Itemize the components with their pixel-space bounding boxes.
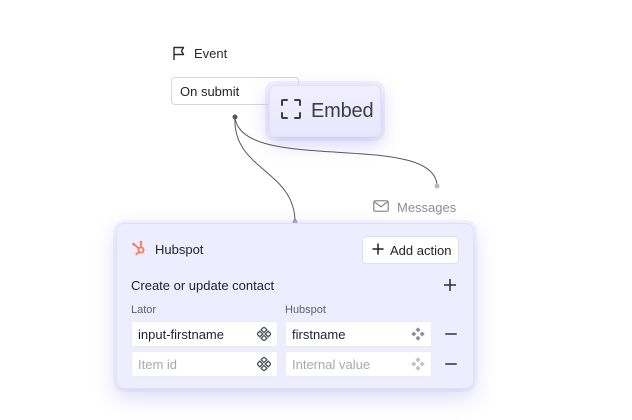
lator-field-placeholder: Item id xyxy=(138,357,178,372)
hubspot-title: Hubspot xyxy=(155,242,204,257)
lator-field-value: input-firstname xyxy=(138,327,224,342)
add-mapping-button[interactable] xyxy=(443,276,457,294)
messages-node[interactable]: Messages xyxy=(373,200,456,215)
plus-icon xyxy=(443,278,457,292)
section-title: Create or update contact xyxy=(131,278,275,293)
lator-field[interactable]: input-firstname xyxy=(131,321,278,347)
column-label-lator: Lator xyxy=(131,304,157,316)
hubspot-header: Hubspot xyxy=(131,240,203,259)
messages-label: Messages xyxy=(397,200,457,215)
flag-icon xyxy=(172,46,186,61)
expand-frame-icon xyxy=(280,98,302,125)
remove-row-button[interactable] xyxy=(445,333,457,335)
hubspot-field-value: firstname xyxy=(292,327,346,342)
mail-icon xyxy=(373,200,389,215)
remove-row-button[interactable] xyxy=(445,363,457,365)
connector-port-event xyxy=(232,114,238,120)
add-action-label: Add action xyxy=(390,242,452,258)
add-action-button[interactable]: Add action xyxy=(362,236,459,264)
lator-field[interactable]: Item id xyxy=(131,351,278,377)
event-trigger-value: On submit xyxy=(180,84,240,99)
event-header: Event xyxy=(172,46,227,61)
plus-icon xyxy=(372,242,384,258)
hubspot-field[interactable]: Internal value xyxy=(285,351,432,377)
variable-picker-icon[interactable] xyxy=(411,327,425,341)
hubspot-field-placeholder: Internal value xyxy=(292,357,371,372)
hubspot-logo-icon xyxy=(131,240,147,259)
connector-port-messages xyxy=(434,183,440,189)
hubspot-card: Hubspot Add action Create or update cont… xyxy=(116,223,474,389)
variable-picker-icon[interactable] xyxy=(411,357,425,371)
variable-picker-icon[interactable] xyxy=(256,326,272,342)
embed-node[interactable]: Embed xyxy=(269,85,381,137)
variable-picker-icon[interactable] xyxy=(256,356,272,372)
event-label: Event xyxy=(194,46,228,61)
hubspot-field[interactable]: firstname xyxy=(285,321,432,347)
column-label-hubspot: Hubspot xyxy=(285,304,326,316)
embed-label: Embed xyxy=(311,99,374,122)
